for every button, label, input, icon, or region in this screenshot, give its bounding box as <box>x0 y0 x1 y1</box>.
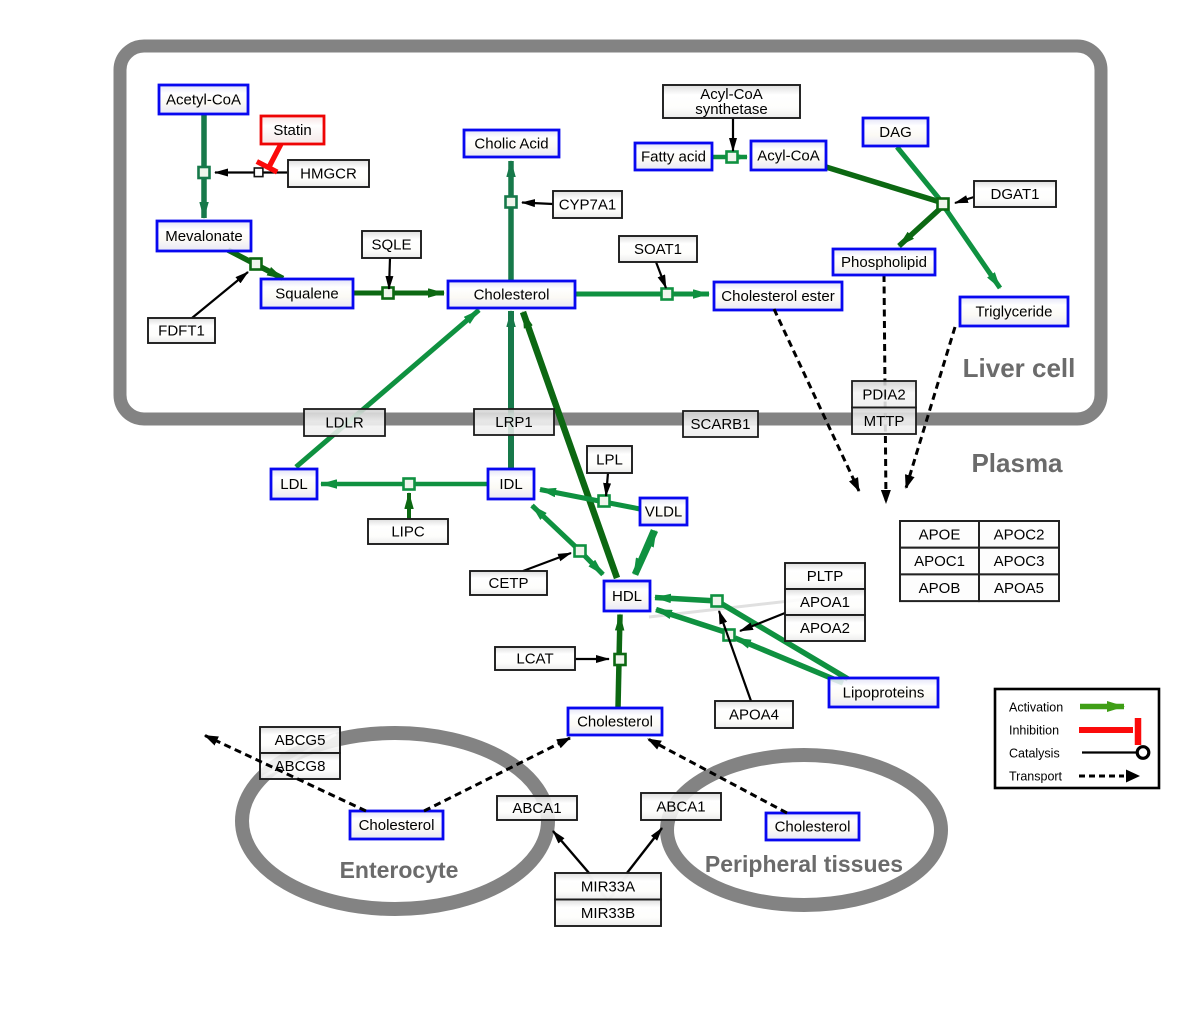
svg-text:Cholesterol ester: Cholesterol ester <box>721 288 834 305</box>
svg-text:LIPC: LIPC <box>391 524 425 541</box>
svg-text:Cholesterol: Cholesterol <box>359 817 435 834</box>
svg-text:HDL: HDL <box>612 588 642 605</box>
svg-text:APOE: APOE <box>919 527 961 544</box>
svg-text:APOC2: APOC2 <box>994 527 1045 544</box>
svg-text:HMGCR: HMGCR <box>300 166 357 183</box>
svg-text:LDL: LDL <box>280 476 308 493</box>
svg-text:Catalysis: Catalysis <box>1009 747 1060 761</box>
svg-text:APOB: APOB <box>919 580 961 597</box>
svg-text:Triglyceride: Triglyceride <box>976 304 1053 321</box>
svg-text:Peripheral tissues: Peripheral tissues <box>705 851 903 877</box>
svg-text:Fatty acid: Fatty acid <box>641 149 706 166</box>
svg-text:Acyl-CoA: Acyl-CoA <box>757 148 820 165</box>
svg-text:ABCA1: ABCA1 <box>656 799 705 816</box>
svg-text:SOAT1: SOAT1 <box>634 241 682 258</box>
svg-text:APOA4: APOA4 <box>729 707 779 724</box>
svg-text:synthetase: synthetase <box>695 101 768 118</box>
svg-text:Acetyl-CoA: Acetyl-CoA <box>166 92 241 109</box>
svg-text:SQLE: SQLE <box>371 237 411 254</box>
svg-text:LDLR: LDLR <box>325 415 364 432</box>
svg-text:Activation: Activation <box>1009 701 1063 715</box>
svg-text:Cholesterol: Cholesterol <box>577 714 653 731</box>
svg-text:LRP1: LRP1 <box>495 414 533 431</box>
svg-text:IDL: IDL <box>499 476 522 493</box>
svg-text:Plasma: Plasma <box>971 448 1063 478</box>
svg-text:FDFT1: FDFT1 <box>158 323 205 340</box>
svg-text:PLTP: PLTP <box>807 568 843 585</box>
svg-text:APOC1: APOC1 <box>914 553 965 570</box>
svg-text:LCAT: LCAT <box>516 651 553 668</box>
svg-text:Cholesterol: Cholesterol <box>775 819 851 836</box>
svg-text:APOC3: APOC3 <box>994 553 1045 570</box>
svg-text:DAG: DAG <box>879 124 912 141</box>
svg-text:LPL: LPL <box>596 452 623 469</box>
svg-text:Mevalonate: Mevalonate <box>165 228 243 245</box>
svg-text:SCARB1: SCARB1 <box>690 416 750 433</box>
svg-text:Transport: Transport <box>1009 770 1063 784</box>
svg-text:ABCG5: ABCG5 <box>275 732 326 749</box>
svg-text:Liver cell: Liver cell <box>963 353 1076 383</box>
svg-text:ABCA1: ABCA1 <box>512 800 561 817</box>
svg-text:APOA5: APOA5 <box>994 580 1044 597</box>
svg-text:CYP7A1: CYP7A1 <box>559 197 617 214</box>
svg-text:APOA1: APOA1 <box>800 594 850 611</box>
svg-text:Squalene: Squalene <box>275 286 338 303</box>
svg-text:Enterocyte: Enterocyte <box>340 857 459 883</box>
svg-text:PDIA2: PDIA2 <box>862 386 905 403</box>
svg-text:Statin: Statin <box>273 122 311 139</box>
svg-text:MTTP: MTTP <box>864 413 905 430</box>
svg-text:Inhibition: Inhibition <box>1009 724 1059 738</box>
svg-text:APOA2: APOA2 <box>800 620 850 637</box>
svg-text:ABCG8: ABCG8 <box>275 758 326 775</box>
svg-text:DGAT1: DGAT1 <box>991 186 1040 203</box>
svg-text:VLDL: VLDL <box>645 504 683 521</box>
svg-text:Acyl-CoA: Acyl-CoA <box>700 86 763 103</box>
svg-text:Lipoproteins: Lipoproteins <box>843 685 925 702</box>
svg-text:Phospholipid: Phospholipid <box>841 254 927 271</box>
svg-text:Cholesterol: Cholesterol <box>474 287 550 304</box>
svg-text:CETP: CETP <box>488 575 528 592</box>
svg-text:MIR33A: MIR33A <box>581 879 635 896</box>
svg-text:MIR33B: MIR33B <box>581 905 635 922</box>
svg-text:Cholic Acid: Cholic Acid <box>474 136 548 153</box>
